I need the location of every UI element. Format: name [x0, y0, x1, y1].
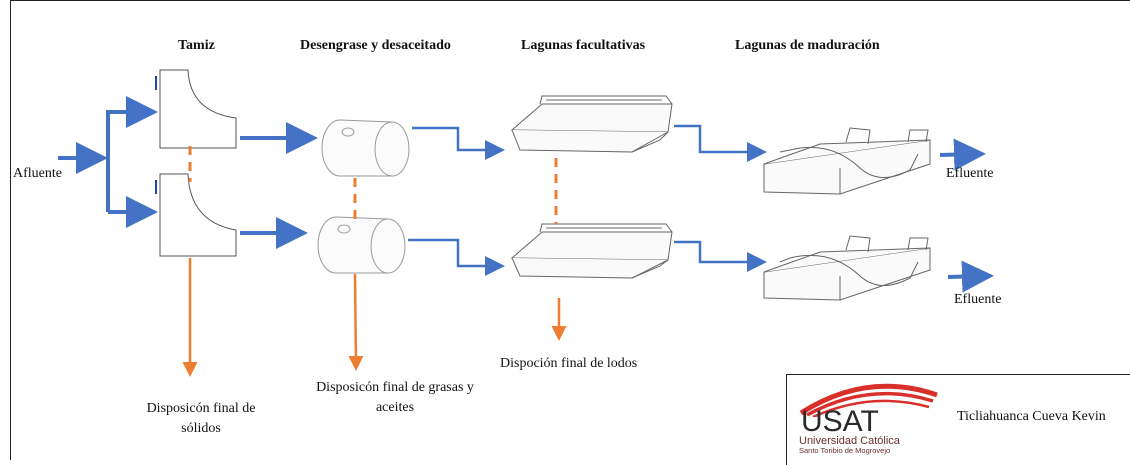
- usat-logo-subtitle2: Santo Toribio de Mogrovejo: [799, 446, 891, 455]
- label-efluente-top: Efluente: [946, 166, 994, 181]
- label-disposicion-solidos: Disposicón final de sólidos: [126, 399, 276, 439]
- degreaser-unit-bottom: [317, 216, 406, 274]
- influent-flow: [58, 96, 158, 228]
- facultative-lagoon-top: [510, 95, 673, 153]
- disposal-lines: [182, 258, 567, 377]
- label-solidos-line1: Disposicón final de: [146, 401, 256, 416]
- usat-logo-subtitle: Universidad Católica: [799, 435, 900, 447]
- screen-unit-top: [155, 69, 237, 149]
- usat-logo-text: USAT: [801, 405, 879, 438]
- screen-unit-bottom: [155, 173, 237, 257]
- effluent-flow: [939, 138, 994, 293]
- stage-header-maduracion: Lagunas de maduración: [735, 38, 880, 53]
- label-disposicion-grasas: Disposicón final de grasas y aceites: [290, 378, 500, 418]
- stage-header-facultativas: Lagunas facultativas: [521, 38, 646, 53]
- diagram-frame: [10, 0, 1130, 460]
- flow-screen-to-degreaser: [240, 122, 318, 249]
- label-solidos-line2: sólidos: [181, 421, 221, 436]
- stage-header-tamiz: Tamiz: [178, 38, 215, 53]
- process-diagram: [58, 69, 994, 377]
- maturation-lagoon-bottom: [763, 235, 931, 301]
- degreaser-unit-top: [321, 119, 410, 177]
- label-grasas-line1: Disposicón final de grasas y: [316, 380, 474, 395]
- label-afluente: Afluente: [13, 166, 62, 181]
- parallel-link-lines: [188, 146, 558, 224]
- facultative-lagoon-bottom: [510, 223, 673, 279]
- usat-logo-arcs: [799, 383, 938, 417]
- label-grasas-line2: aceites: [375, 400, 415, 415]
- flow-degreaser-to-facultative: [408, 126, 505, 276]
- label-disposicion-lodos: Dispoción final de lodos: [500, 356, 638, 371]
- stage-header-desengrase: Desengrase y desaceitado: [300, 38, 451, 53]
- author-box: USAT Universidad Católica Santo Toribio …: [786, 374, 1130, 465]
- maturation-lagoon-top: [763, 127, 931, 195]
- author-name: Ticliahuanca Cueva Kevin: [957, 409, 1106, 424]
- label-efluente-bottom: Efluente: [954, 292, 1002, 307]
- flow-facultative-to-maturation: [674, 124, 767, 272]
